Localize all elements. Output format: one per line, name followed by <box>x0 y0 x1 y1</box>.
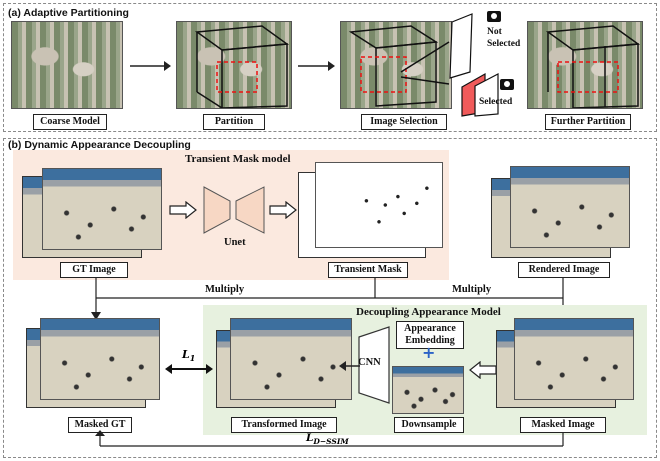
image-selection-image <box>340 21 452 109</box>
further-partition-wireframe <box>545 25 641 108</box>
partition-wireframe <box>194 25 290 108</box>
arrow-icon <box>469 361 497 379</box>
transient-mask-image <box>315 162 443 248</box>
multiply-label-right: Multiply <box>452 284 492 295</box>
masked-gt-image <box>40 318 160 400</box>
caption-transient-mask: Transient Mask <box>328 262 408 278</box>
l1-label: L1 <box>182 348 196 364</box>
caption-partition: Partition <box>203 114 265 130</box>
caption-gt-image: GT Image <box>60 262 128 278</box>
rendered-image <box>510 166 630 248</box>
camera-icon <box>500 79 514 90</box>
coarse-model-image <box>11 21 123 109</box>
caption-transformed-image: Transformed Image <box>231 417 337 433</box>
l1-arrow <box>165 364 213 374</box>
not-selected-label: Not Selected <box>487 27 521 49</box>
camera-icon <box>487 11 501 22</box>
decoupling-model-title: Decoupling Appearance Model <box>356 306 501 318</box>
arrow-icon <box>339 361 360 371</box>
cnn-label: CNN <box>358 357 381 368</box>
caption-further-partition: Further Partition <box>545 114 631 130</box>
gt-image <box>42 168 162 250</box>
arrow-icon <box>269 201 297 219</box>
cnn-shape <box>358 326 390 404</box>
downsample-image <box>392 366 464 414</box>
masked-image <box>514 318 634 400</box>
selection-wireframe <box>348 25 450 107</box>
transient-mask-model-title: Transient Mask model <box>185 153 291 165</box>
further-partition-image <box>527 21 643 109</box>
plus-icon: + <box>422 343 436 362</box>
unet-label: Unet <box>224 237 246 248</box>
section-b-frame <box>3 138 657 458</box>
unet-shape <box>203 186 265 234</box>
camera-planes <box>449 13 499 117</box>
arrow-icon <box>169 201 197 219</box>
ldssim-label: LD−SSIM <box>306 432 349 447</box>
caption-rendered-image: Rendered Image <box>518 262 610 278</box>
caption-downsample: Downsample <box>394 417 464 433</box>
caption-coarse-model: Coarse Model <box>33 114 107 130</box>
partition-image <box>176 21 292 109</box>
arrow-icon <box>130 61 171 71</box>
selected-label: Selected <box>479 97 513 107</box>
arrow-icon <box>298 61 335 71</box>
appearance-embedding-box: Appearance Embedding <box>396 321 464 349</box>
transformed-image <box>230 318 352 400</box>
section-a-title: (a) Adaptive Partitioning <box>8 7 129 19</box>
caption-image-selection: Image Selection <box>361 114 447 130</box>
section-b-title: (b) Dynamic Appearance Decoupling <box>8 139 191 151</box>
multiply-label-left: Multiply <box>205 284 245 295</box>
section-a-frame <box>3 3 657 132</box>
